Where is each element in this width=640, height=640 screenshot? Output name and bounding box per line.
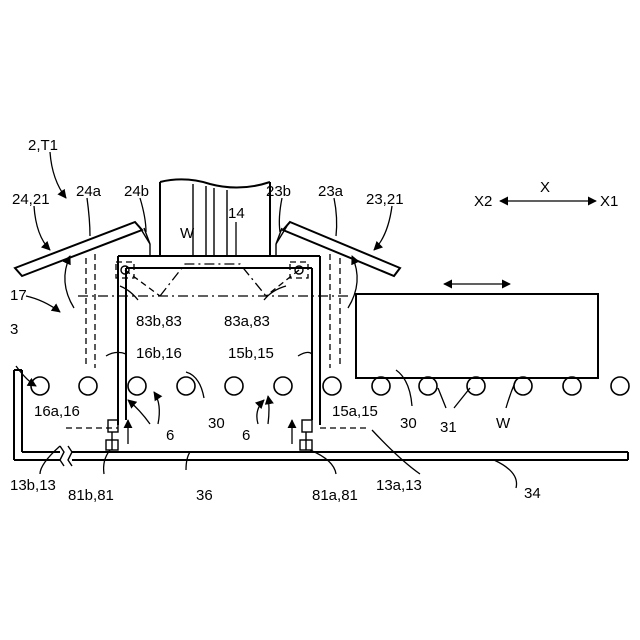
label-x2: X2 [474, 193, 492, 210]
label-16b: 16b,16 [136, 345, 182, 362]
label-15a: 15a,15 [332, 403, 378, 420]
label-16a: 16a,16 [34, 403, 80, 420]
label-24b: 24b [124, 183, 149, 200]
label-24a: 24a [76, 183, 102, 200]
roller-row [31, 377, 629, 395]
label-36: 36 [196, 487, 213, 504]
workpiece-box [356, 284, 598, 378]
label-31: 31 [440, 419, 457, 436]
label-15b: 15b,15 [228, 345, 274, 362]
label-13a: 13a,13 [376, 477, 422, 494]
label-14: 14 [228, 205, 245, 222]
label-w-top: W [180, 225, 195, 242]
label-81b: 81b,81 [68, 487, 114, 504]
label-30-mid: 30 [208, 415, 225, 432]
exhaust-duct [160, 179, 270, 256]
label-2-t1: 2,T1 [28, 137, 58, 154]
label-17: 17 [10, 287, 27, 304]
label-3: 3 [10, 321, 18, 338]
label-23a: 23a [318, 183, 344, 200]
label-x1: X1 [600, 193, 618, 210]
label-6-right: 6 [242, 427, 250, 444]
label-6-left: 6 [166, 427, 174, 444]
label-83b: 83b,83 [136, 313, 182, 330]
label-83a: 83a,83 [224, 313, 270, 330]
label-30-right: 30 [400, 415, 417, 432]
label-34: 34 [524, 485, 541, 502]
label-x: X [540, 179, 550, 196]
label-81a: 81a,81 [312, 487, 358, 504]
label-24-21: 24,21 [12, 191, 50, 208]
label-13b: 13b,13 [10, 477, 56, 494]
label-w-right: W [496, 415, 511, 432]
side-curtains [86, 254, 340, 368]
reference-labels: 2,T1 24,21 24a 24b 23b 23a 23,21 14 W 17… [10, 137, 618, 504]
label-23-21: 23,21 [366, 191, 404, 208]
label-23b: 23b [266, 183, 291, 200]
